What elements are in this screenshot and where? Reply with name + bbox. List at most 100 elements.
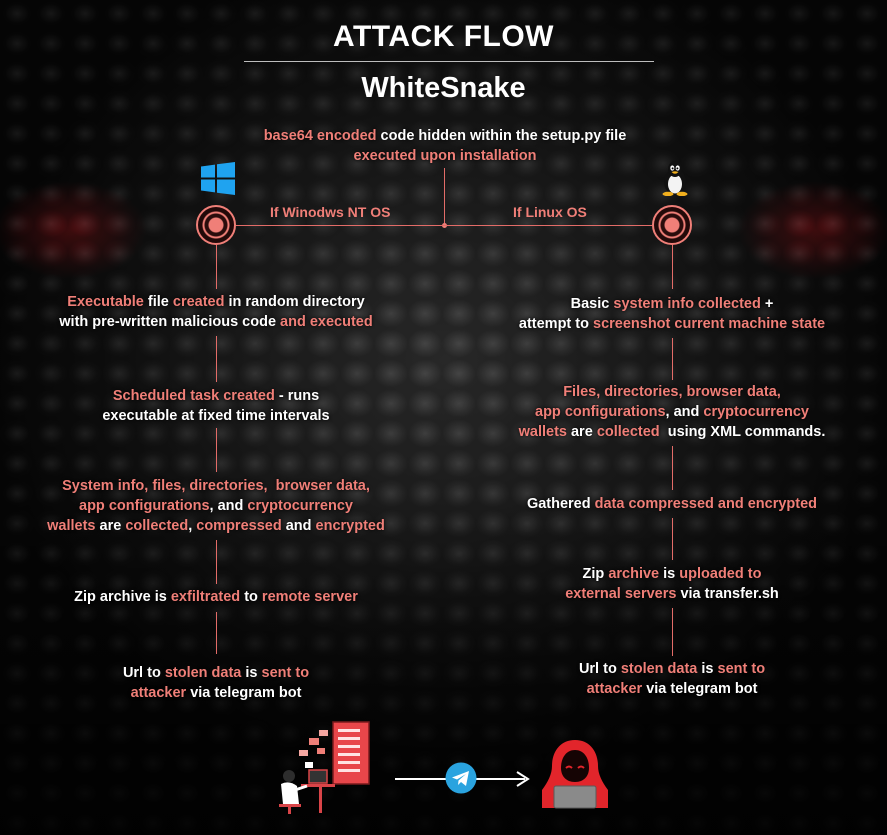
- plain-text: are: [566, 424, 597, 440]
- text-line: Files, directories, browser data,: [462, 382, 882, 402]
- linux-branch-node: [652, 205, 692, 245]
- highlight-text: Files, directories, browser data,: [563, 384, 781, 400]
- highlight-text: wallets: [47, 518, 96, 534]
- windows-branch-label: If Winodws NT OS: [270, 204, 391, 220]
- text-line: executable at fixed time intervals: [16, 406, 416, 426]
- plain-text: is: [697, 661, 718, 677]
- plain-text: with pre-written malicious code: [59, 314, 281, 330]
- highlight-text: base64 encoded: [263, 128, 377, 144]
- plain-text: executable at fixed time intervals: [102, 408, 330, 424]
- plain-text: , and: [209, 498, 248, 514]
- text-line: wallets are collected using XML commands…: [462, 422, 882, 442]
- windows-logo-icon: [201, 162, 235, 195]
- highlight-text: screenshot current machine state: [593, 316, 826, 332]
- highlight-text: data compressed and encrypted: [594, 496, 818, 512]
- text-line: attacker via telegram bot: [462, 679, 882, 699]
- text-line: Basic system info collected +: [462, 294, 882, 314]
- title-divider: [244, 61, 654, 62]
- plain-text: and: [281, 518, 316, 534]
- highlight-text: sent to: [717, 661, 766, 677]
- plain-text: to: [240, 589, 262, 605]
- hooded-hacker-icon: [542, 740, 608, 809]
- plain-text: via telegram bot: [642, 681, 758, 697]
- windows-connector: [216, 540, 217, 584]
- telegram-icon: [445, 762, 477, 794]
- plain-text: is: [241, 665, 262, 681]
- highlight-text: attacker: [586, 681, 643, 697]
- plain-text: file: [143, 294, 173, 310]
- linux-connector: [672, 518, 673, 560]
- windows-step-2: Scheduled task created - runs executable …: [16, 386, 416, 426]
- highlight-text: sent to: [261, 665, 310, 681]
- intro-text: base64 encoded code hidden within the se…: [150, 126, 740, 166]
- highlight-text: wallets: [518, 424, 567, 440]
- victim-workstation-icon: [279, 721, 370, 814]
- windows-connector: [216, 245, 217, 289]
- plain-text: Zip: [582, 566, 609, 582]
- highlight-text: collected: [125, 518, 189, 534]
- plain-text: - runs: [274, 388, 320, 404]
- text-line: executed upon installation: [150, 146, 740, 166]
- highlight-text: Executable: [67, 294, 144, 310]
- text-line: Zip archive is uploaded to: [462, 564, 882, 584]
- plain-text: via transfer.sh: [676, 586, 779, 602]
- highlight-text: Scheduled task created: [112, 388, 275, 404]
- text-line: Url to stolen data is sent to: [16, 663, 416, 683]
- highlight-text: uploaded to: [679, 566, 762, 582]
- text-line: external servers via transfer.sh: [462, 584, 882, 604]
- highlight-text: executed upon installation: [353, 148, 537, 164]
- highlight-text: archive: [608, 566, 660, 582]
- highlight-text: created: [172, 294, 225, 310]
- plain-text: ,: [188, 518, 197, 534]
- plain-text: Gathered: [526, 496, 595, 512]
- arrow-head: [516, 771, 530, 787]
- linux-connector: [672, 338, 673, 380]
- text-line: app configurations, and cryptocurrency: [16, 496, 416, 516]
- highlight-text: and executed: [280, 314, 373, 330]
- plain-text: via telegram bot: [186, 685, 302, 701]
- highlight-text: compressed: [196, 518, 282, 534]
- plain-text: in random directory: [224, 294, 365, 310]
- highlight-text: app configurations: [79, 498, 210, 514]
- highlight-text: external servers: [565, 586, 677, 602]
- linux-connector: [672, 446, 673, 490]
- plain-text: Url to: [122, 665, 165, 681]
- text-line: Url to stolen data is sent to: [462, 659, 882, 679]
- windows-branch-node: [196, 205, 236, 245]
- text-line: Scheduled task created - runs: [16, 386, 416, 406]
- text-line: base64 encoded code hidden within the se…: [150, 126, 740, 146]
- text-line: Zip archive is exfiltrated to remote ser…: [16, 587, 416, 607]
- plain-text: Basic: [570, 296, 614, 312]
- highlight-text: stolen data: [620, 661, 698, 677]
- highlight-text: collected: [596, 424, 660, 440]
- plain-text: attempt to: [518, 316, 593, 332]
- malware-name: WhiteSnake: [361, 72, 526, 104]
- plain-text: +: [760, 296, 774, 312]
- linux-branch-label: If Linux OS: [513, 204, 587, 220]
- linux-step-1: Basic system info collected +attempt to …: [462, 294, 882, 334]
- text-line: Gathered data compressed and encrypted: [462, 494, 882, 514]
- linux-connector: [672, 245, 673, 289]
- plain-text: using XML commands.: [659, 424, 826, 440]
- highlight-text: system info collected: [613, 296, 761, 312]
- text-line: Executable file created in random direct…: [16, 292, 416, 312]
- highlight-text: cryptocurrency: [703, 404, 809, 420]
- highlight-text: stolen data: [164, 665, 242, 681]
- branch-line: [236, 225, 652, 226]
- plain-text: are: [95, 518, 126, 534]
- text-line: wallets are collected, compressed and en…: [16, 516, 416, 536]
- text-line: attacker via telegram bot: [16, 683, 416, 703]
- text-line: attempt to screenshot current machine st…: [462, 314, 882, 334]
- linux-connector: [672, 608, 673, 656]
- plain-text: Url to: [578, 661, 621, 677]
- plain-text: , and: [665, 404, 704, 420]
- linux-step-3: Gathered data compressed and encrypted: [462, 494, 882, 514]
- windows-step-1: Executable file created in random direct…: [16, 292, 416, 332]
- highlight-text: attacker: [130, 685, 187, 701]
- text-line: System info, files, directories, browser…: [16, 476, 416, 496]
- linux-step-2: Files, directories, browser data,app con…: [462, 382, 882, 442]
- plain-text: is: [659, 566, 680, 582]
- windows-step-4: Zip archive is exfiltrated to remote ser…: [16, 587, 416, 607]
